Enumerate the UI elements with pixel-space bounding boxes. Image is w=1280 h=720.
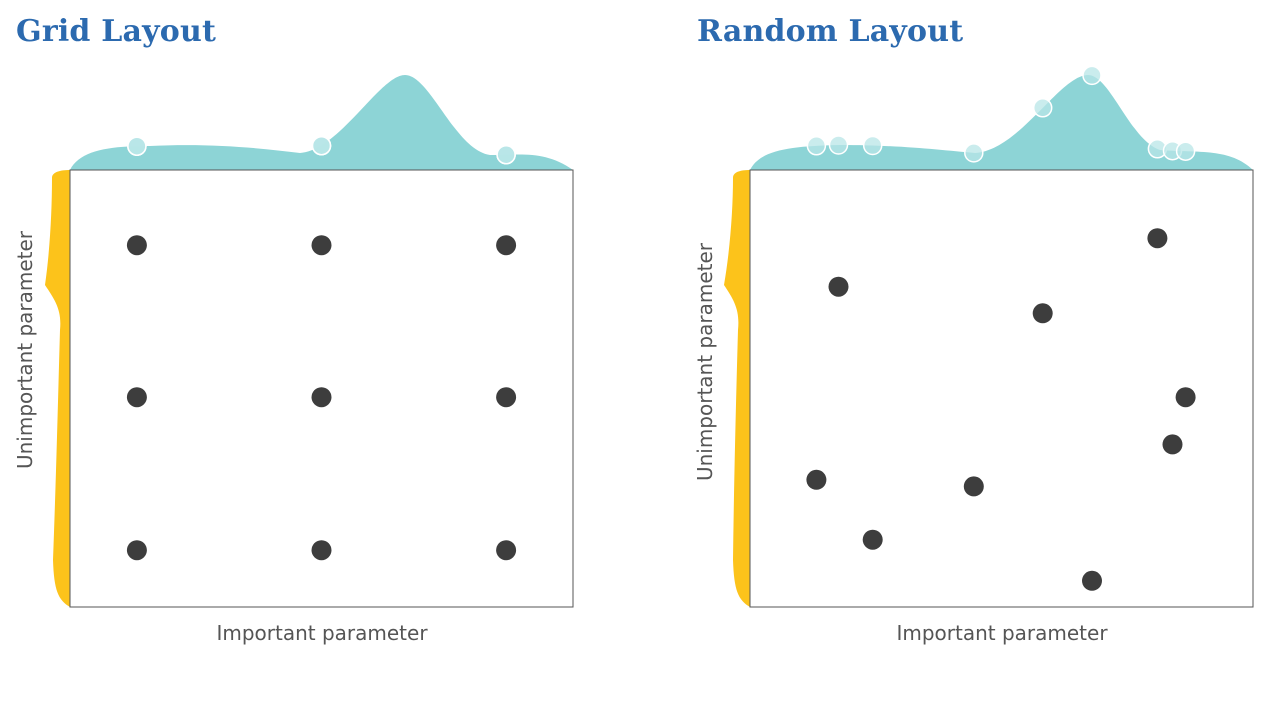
sample-point [963, 476, 984, 497]
sample-point [311, 387, 332, 408]
sample-point [311, 540, 332, 561]
sample-point [496, 540, 517, 561]
sample-point [1032, 303, 1053, 324]
x-axis-label: Important parameter [216, 621, 428, 645]
random-points [806, 228, 1196, 591]
projection-marker [127, 136, 147, 156]
projection-marker [1032, 98, 1053, 118]
projection-marker [806, 136, 827, 156]
grid-points [126, 235, 517, 561]
random-layout-title: Random Layout [697, 14, 964, 49]
projection-marker [496, 144, 516, 165]
sample-point [1082, 570, 1102, 591]
sample-point [496, 235, 517, 256]
sample-point [1147, 228, 1168, 249]
projection-marker [311, 135, 332, 156]
plot-frame [749, 169, 1254, 608]
sample-point [126, 235, 147, 256]
projection-marker [1082, 65, 1102, 86]
x-axis-label: Important parameter [896, 621, 1108, 645]
sample-point [311, 235, 332, 256]
sample-point [862, 529, 883, 550]
plot-frame [69, 169, 574, 608]
sample-point [1162, 434, 1183, 455]
y-axis-label: Unimportant parameter [13, 230, 37, 469]
sample-point [1175, 387, 1196, 408]
important-parameter-density-curve [70, 75, 573, 170]
sample-point [828, 276, 849, 297]
projection-marker [964, 143, 984, 163]
sample-point [126, 540, 147, 561]
grid-layout-title: Grid Layout [16, 14, 217, 49]
y-axis-label: Unimportant parameter [693, 242, 717, 481]
projection-marker [1175, 141, 1196, 161]
sample-point [806, 469, 827, 490]
unimportant-parameter-density-curve [724, 170, 750, 607]
sample-point [126, 387, 147, 408]
sample-point [496, 387, 517, 408]
unimportant-parameter-density-curve [45, 170, 70, 607]
projection-marker [862, 135, 883, 156]
projection-marker [828, 135, 849, 155]
